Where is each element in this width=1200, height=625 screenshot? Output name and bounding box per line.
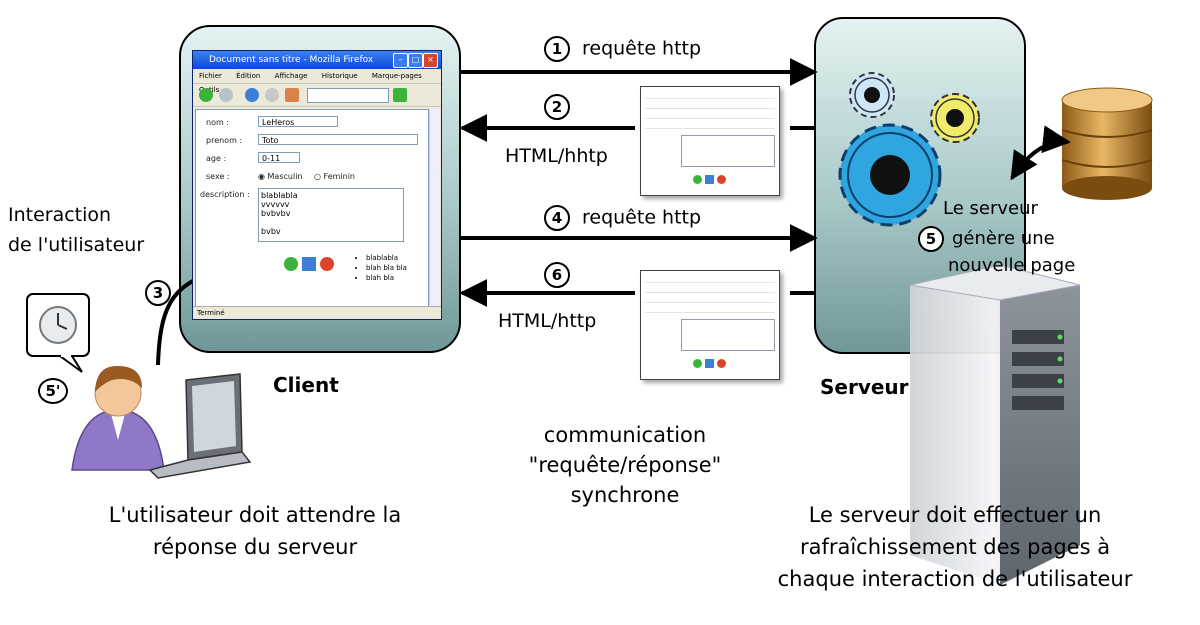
server-gen-line2: 5 génère une [918, 226, 1055, 252]
arrow-1-label: 1 requête http [544, 36, 701, 62]
age-select[interactable]: 0-11 [258, 152, 300, 163]
response-page-thumbnail-2 [640, 270, 780, 380]
arrow-4-label: 4 requête http [544, 205, 701, 231]
url-field[interactable] [307, 88, 389, 103]
arrow-1-text: requête http [582, 37, 702, 60]
stop-icon[interactable] [265, 88, 279, 102]
waiting-bubble [26, 293, 90, 373]
back-icon[interactable] [199, 88, 213, 102]
radio-feminin[interactable]: ○ Feminin [314, 172, 355, 181]
gear-small-icon [849, 72, 895, 118]
comm-line1: communication [543, 423, 707, 447]
minimize-icon[interactable]: – [393, 53, 408, 68]
radio-masculin[interactable]: ◉ Masculin [258, 172, 303, 181]
age-label: age : [206, 154, 227, 163]
interaction-label-line1: Interaction [8, 204, 112, 226]
description-label: description : [200, 190, 250, 199]
step-4-badge: 4 [544, 205, 570, 231]
menu-item[interactable]: Fichier [199, 72, 222, 80]
list-item: blah bla [366, 273, 407, 283]
laptop-icon [148, 373, 252, 479]
arrow-6-text: HTML/http [498, 310, 597, 332]
browser-scrollbar[interactable] [429, 109, 440, 307]
menu-item[interactable]: Édition [236, 72, 261, 80]
server-caption-line3: chaque interaction de l'utilisateur [777, 567, 1133, 591]
maximize-icon[interactable]: □ [408, 53, 423, 68]
server-label: Serveur [820, 375, 909, 399]
arrow-2-text: HTML/hhtp [505, 145, 608, 167]
step-5p-badge-wrap: 5' [38, 378, 80, 404]
status-text: Terminé [197, 309, 225, 317]
step-6-badge: 6 [544, 262, 570, 288]
server-caption-line1: Le serveur doit effectuer un [808, 503, 1102, 527]
user-avatar-icon [71, 365, 165, 471]
search-icon[interactable] [320, 257, 334, 271]
browser-toolbar [193, 84, 441, 107]
prenom-label: prenom : [206, 136, 243, 145]
step-2-badge: 2 [544, 94, 570, 120]
response-page-thumbnail-1 [640, 86, 780, 196]
description-textarea[interactable]: blablabla vvvvvv bvbvbv bvbv [258, 188, 404, 242]
prenom-input[interactable]: Toto [258, 134, 418, 145]
sexe-label: sexe : [206, 172, 230, 181]
browser-title: Document sans titre - Mozilla Firefox [209, 55, 374, 65]
server-gen-line2-text: génère une [952, 228, 1055, 249]
submit-icon[interactable] [284, 257, 298, 271]
step-1-badge: 1 [544, 36, 570, 62]
go-icon[interactable] [393, 88, 407, 102]
browser-menubar: Fichier Édition Affichage Historique Mar… [193, 69, 441, 94]
client-caption-line1: L'utilisateur doit attendre la [108, 503, 402, 527]
server-gen-line3: nouvelle page [948, 255, 1076, 276]
bullet-list: blablabla blah bla bla blah bla [356, 253, 407, 283]
gear-yellow-icon [930, 93, 980, 143]
forward-icon[interactable] [219, 88, 233, 102]
interaction-label-line2: de l'utilisateur [8, 234, 145, 256]
arrow-2-badge-wrap: 2 [544, 94, 582, 120]
arrow-4-text: requête http [582, 206, 702, 229]
step-3-badge: 3 [145, 280, 171, 306]
browser-titlebar: Document sans titre - Mozilla Firefox – … [193, 51, 441, 69]
db-arrow [1010, 125, 1071, 181]
nom-input[interactable]: LeHeros [258, 116, 338, 127]
client-label: Client [273, 373, 339, 397]
radio-feminin-label: Feminin [323, 172, 355, 181]
menu-item[interactable]: Marque-pages [371, 72, 422, 80]
step-5-badge: 5 [918, 226, 944, 252]
browser-statusbar: Terminé [193, 306, 441, 319]
home-icon[interactable] [285, 88, 299, 102]
nom-label: nom : [206, 118, 229, 127]
clock-icon [39, 306, 77, 344]
close-icon[interactable]: × [423, 53, 438, 68]
validate-icon[interactable] [302, 257, 316, 271]
list-item: blah bla bla [366, 263, 407, 273]
browser-window: Document sans titre - Mozilla Firefox – … [192, 50, 442, 320]
browser-content: nom : LeHeros prenom : Toto age : 0-11 s… [195, 109, 429, 307]
client-caption-line2: réponse du serveur [152, 535, 358, 559]
step-3-badge-wrap: 3 [145, 280, 183, 306]
server-tower-icon [909, 264, 1081, 585]
menu-item[interactable]: Affichage [274, 72, 308, 80]
comm-line3: synchrone [570, 483, 680, 507]
list-item: blablabla [366, 253, 407, 263]
step-5p-badge: 5' [38, 378, 68, 404]
reload-icon[interactable] [245, 88, 259, 102]
gear-large-icon [838, 123, 942, 227]
menu-item[interactable]: Historique [321, 72, 358, 80]
server-caption-line2: rafraîchissement des pages à [799, 535, 1111, 559]
database-icon [1061, 87, 1153, 200]
server-gen-line1: Le serveur [943, 198, 1038, 219]
radio-masculin-label: Masculin [267, 172, 303, 181]
arrow-6-badge-wrap: 6 [544, 262, 582, 288]
comm-line2: "requête/réponse" [528, 453, 722, 477]
